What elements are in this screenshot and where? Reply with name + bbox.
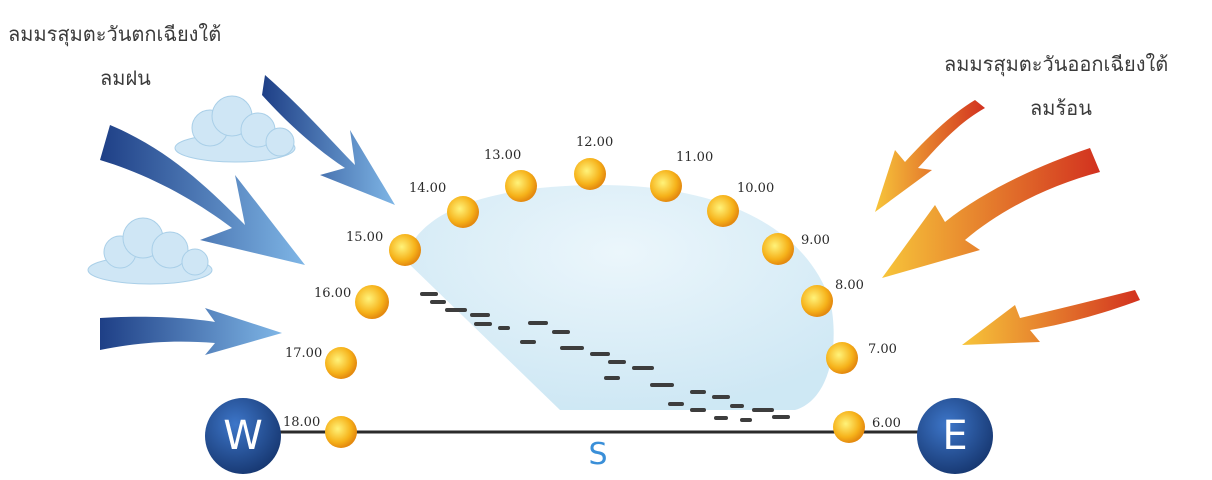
sun-1300 [505, 170, 537, 202]
west-monsoon-label: ลมมรสุมตะวันตกเฉียงใต้ [8, 22, 222, 46]
east-circle [917, 398, 993, 474]
sun-1500 [389, 234, 421, 266]
east-wind-label: ลมร้อน [1030, 96, 1092, 120]
hour-label-0800: 8.00 [835, 278, 864, 293]
west-letter: W [223, 413, 263, 459]
hour-label-0700: 7.00 [868, 342, 897, 357]
sun-0700 [826, 342, 858, 374]
sun-1100 [650, 170, 682, 202]
hour-label-1400: 14.00 [409, 181, 447, 196]
hour-label-0600: 6.00 [872, 416, 901, 431]
sun-1400 [447, 196, 479, 228]
sun-0900 [762, 233, 794, 265]
sun-1800 [325, 416, 357, 448]
sun-0800 [801, 285, 833, 317]
east-letter: E [942, 413, 968, 459]
hour-label-1000: 10.00 [737, 181, 775, 196]
sun-0600 [833, 411, 865, 443]
hour-label-1300: 13.00 [484, 148, 522, 163]
hour-label-1800: 18.00 [283, 415, 321, 430]
sun-markers [325, 158, 865, 448]
hour-label-1100: 11.00 [676, 150, 714, 165]
east-monsoon-label: ลมมรสุมตะวันออกเฉียงใต้ [944, 52, 1169, 76]
cloud-lower [87, 217, 213, 285]
cloud-upper [174, 95, 296, 163]
west-circle [205, 398, 281, 474]
hour-label-1600: 16.00 [314, 286, 352, 301]
hour-label-1500: 15.00 [346, 230, 384, 245]
west-wind-arrows [100, 75, 395, 355]
sun-1000 [707, 195, 739, 227]
shadow-dashes [420, 292, 790, 422]
west-wind-label: ลมฝน [100, 66, 151, 90]
hour-label-1200: 12.00 [576, 135, 614, 150]
sky-dome [405, 185, 834, 410]
sun-1600 [355, 285, 389, 319]
sun-1700 [325, 347, 357, 379]
east-wind-arrows [875, 100, 1140, 345]
hour-label-1700: 17.00 [285, 346, 323, 361]
sun-1200 [574, 158, 606, 190]
hour-label-0900: 9.00 [801, 233, 830, 248]
south-letter: S [588, 437, 608, 472]
